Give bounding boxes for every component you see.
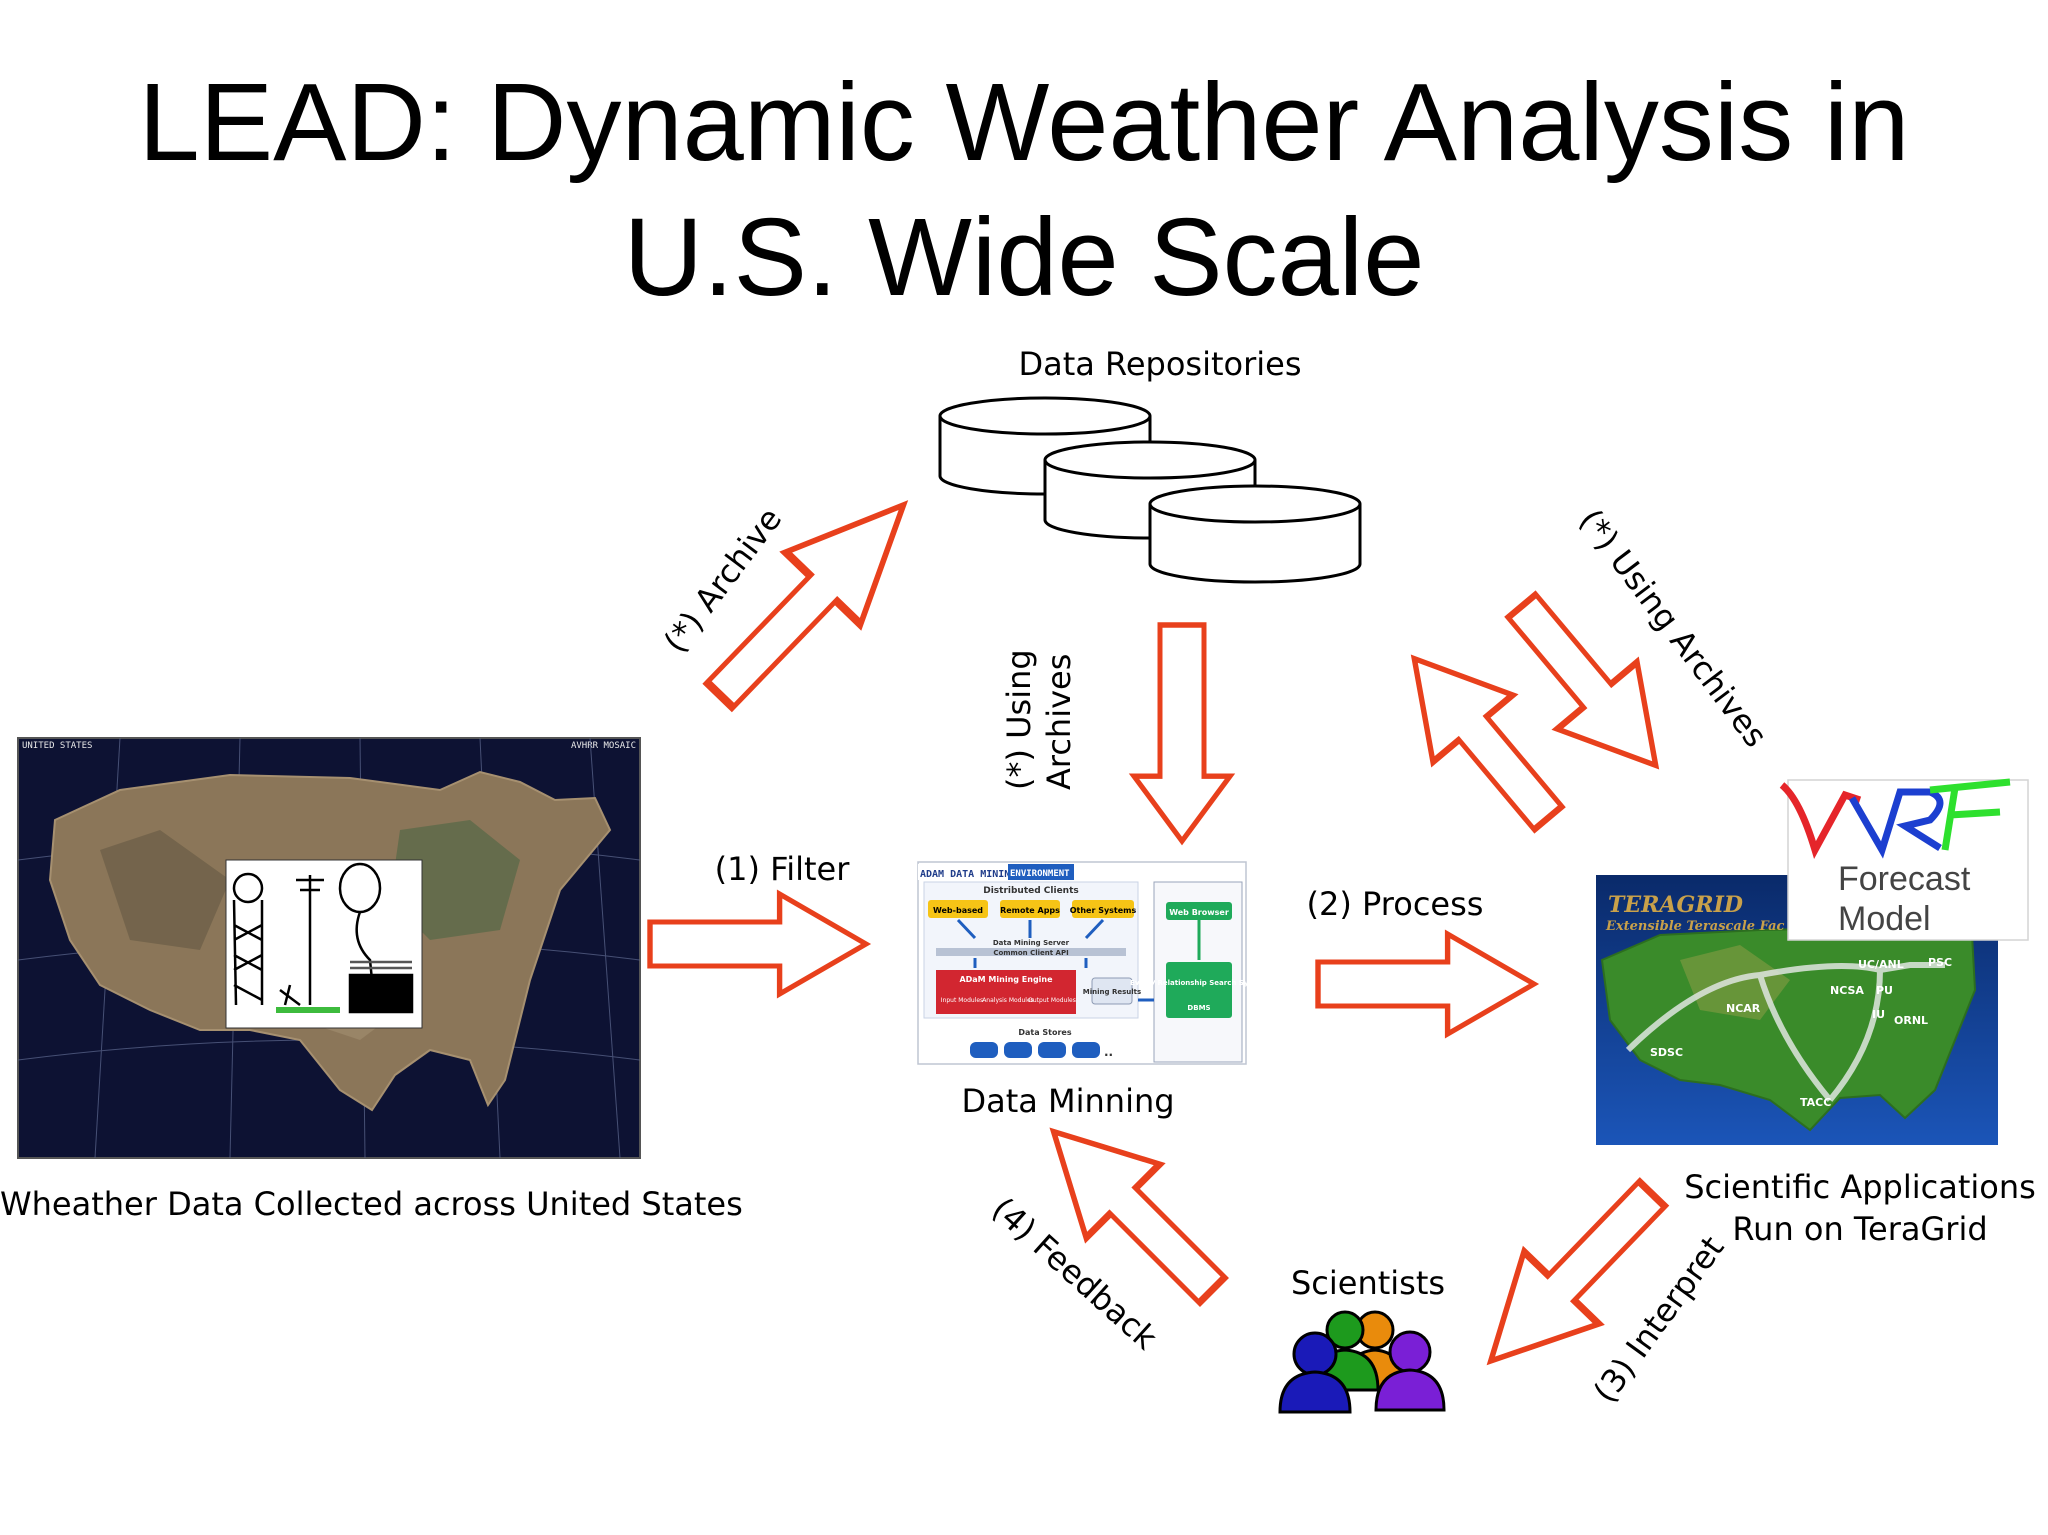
using-archives-vertical-label: (*) Using Archives [1000,649,1078,790]
adam-server: Data Mining Server [993,939,1070,947]
teragrid-site: NCAR [1726,1002,1761,1015]
teragrid-site: NCSA [1830,984,1864,997]
adam-data-stores: Data Stores [1018,1028,1072,1037]
weather-data-label: Wheather Data Collected across United St… [0,1185,743,1223]
feedback-arrow [1049,1127,1229,1307]
using-archives-line2: Archives [1040,654,1078,790]
sci-apps-label-line1: Scientific Applications [1684,1168,2036,1206]
filter-arrow [647,889,872,999]
sci-apps-label-line2: Run on TeraGrid [1732,1210,1987,1248]
teragrid-site: ORNL [1894,1014,1928,1027]
teragrid-site: SDSC [1650,1046,1683,1059]
filter-label: (1) Filter [715,850,851,888]
teragrid-site: UC/ANL [1858,958,1904,971]
adam-distributed-clients: Distributed Clients [983,886,1079,896]
person-icon [1374,1330,1446,1412]
adam-other-systems: Other Systems [1070,906,1137,915]
adam-mining-diagram: ADAM DATA MINING ENVIRONMENT Distributed… [917,861,1268,1065]
process-arrow [1315,929,1540,1039]
wrf-line2: Model [1838,900,1931,938]
teragrid-subtitle: Extensible Terascale Fac [1605,919,1785,934]
title-line-1: LEAD: Dynamic Weather Analysis in [139,61,1910,184]
adam-title-badge: ENVIRONMENT [1010,869,1070,879]
database-icon [1043,440,1257,540]
database-icon [938,396,1152,496]
scientists-group-icon [1278,1310,1446,1414]
using-archives-upleft-arrow [1410,654,1566,834]
database-icon [1148,484,1362,584]
process-label: (2) Process [1307,885,1484,923]
using-archives-downright-arrow [1504,590,1660,770]
map-header-left: UNITED STATES [22,741,92,751]
repositories-label: Data Repositories [1018,345,1301,383]
wrf-letters-icon [1779,782,1862,860]
interpret-arrow [1486,1177,1670,1366]
wrf-line1: Forecast [1838,860,1971,898]
person-icon [1278,1331,1352,1414]
adam-web-browser: Web Browser [1169,908,1229,917]
teragrid-title: TERAGRID [1608,892,1743,918]
database-cylinders [938,396,1362,584]
adam-web-based: Web-based [933,906,983,915]
teragrid-site: PSC [1928,956,1952,969]
teragrid-site: TACC [1800,1096,1831,1109]
mining-label: Data Minning [961,1082,1174,1120]
archive-arrow [702,500,909,713]
adam-remote-apps: Remote Apps [1000,906,1060,915]
svg-text:..: .. [1104,1045,1113,1059]
adam-data-store-icons [970,1042,1100,1058]
title-line-2: U.S. Wide Scale [624,196,1425,319]
adam-dbms: DBMS [1187,1004,1210,1012]
scientists-label: Scientists [1291,1264,1445,1302]
using-archives-down-arrow [1128,622,1236,846]
adam-engine: ADaM Mining Engine [959,975,1053,984]
adam-title: ADAM DATA MINING [920,869,1016,880]
using-archives-line1: (*) Using [1000,649,1038,790]
adam-event-search: Event/ Relationship Search System [1130,979,1268,987]
wrf-logo: Forecast Model [1779,778,2029,941]
adam-output-modules: Output Modules [1028,997,1076,1004]
adam-client-api: Common Client API [993,949,1068,957]
weather-instruments-icon [232,862,414,1014]
us-satellite-map: UNITED STATES AVHRR MOSAIC [17,737,641,1159]
teragrid-site: IU [1872,1008,1885,1021]
adam-mining-results: Mining Results [1083,988,1141,996]
teragrid-site: PU [1876,984,1893,997]
adam-input-modules: Input Modules [941,997,983,1004]
map-header-right: AVHRR MOSAIC [571,741,636,751]
adam-analysis-modules: Analysis Modules [982,997,1034,1004]
